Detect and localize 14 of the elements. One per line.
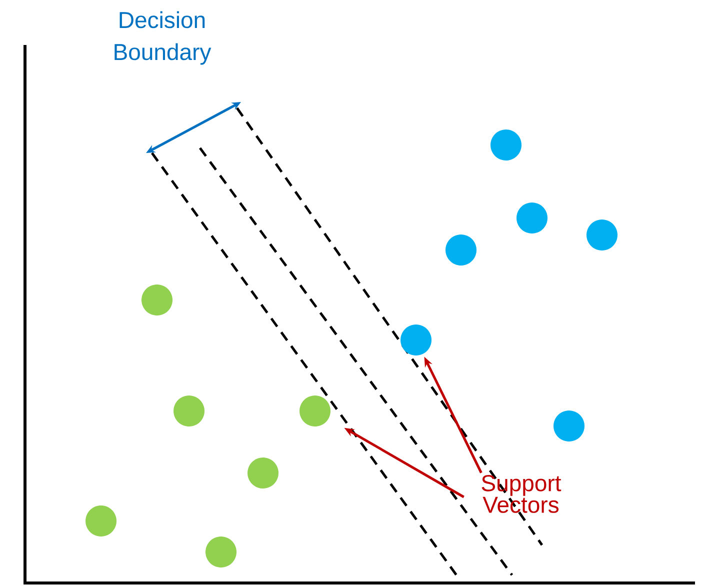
heading: Decision Boundary (114, 11, 212, 65)
data-point (490, 130, 522, 160)
data-point (142, 284, 172, 316)
data-point (174, 396, 204, 426)
data-point (554, 410, 584, 442)
data-point (586, 220, 618, 250)
data-point (400, 324, 432, 356)
data-point (300, 396, 330, 426)
data-point (206, 536, 236, 568)
data-point (516, 202, 548, 234)
data-point (86, 506, 116, 536)
data-point (248, 458, 278, 488)
data-point (446, 234, 476, 266)
annotation-text: Support Vectors (482, 475, 562, 513)
